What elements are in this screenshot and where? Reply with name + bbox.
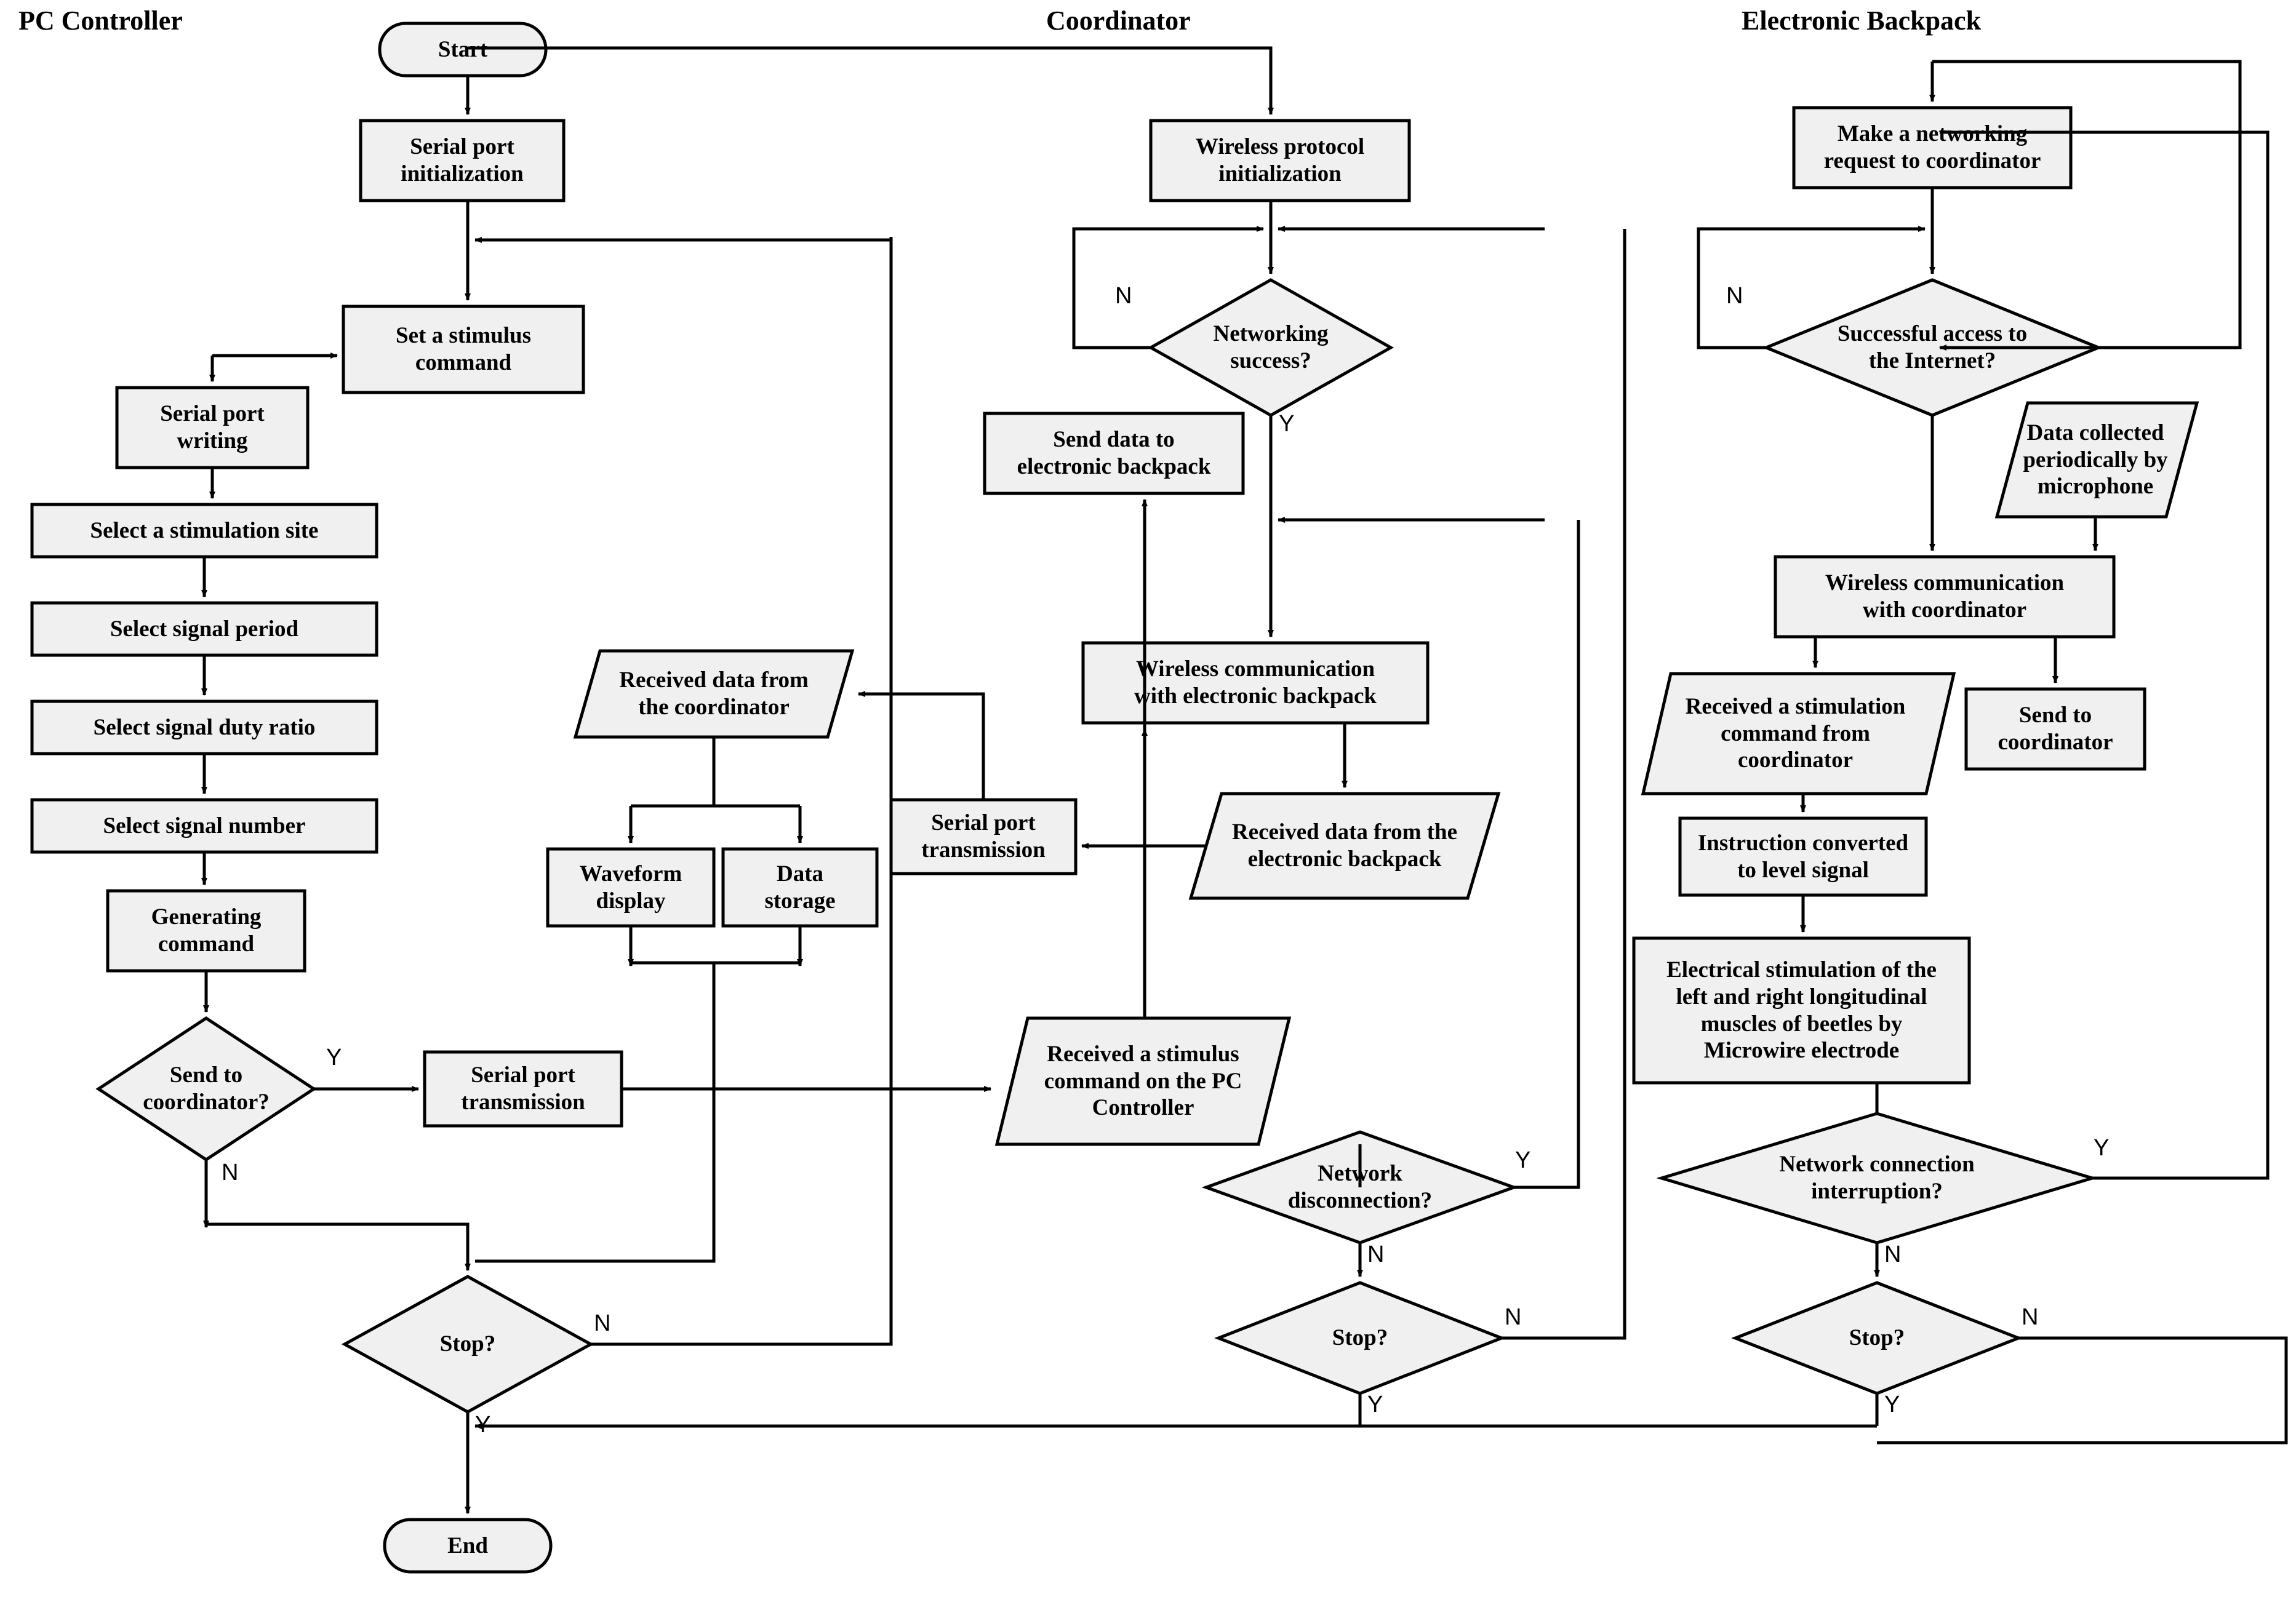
branch-label-interruption-no: N	[1884, 1241, 1902, 1267]
branch-label-interruption-yes: Y	[2094, 1135, 2110, 1161]
column-title-electronic-backpack: Electronic Backpack	[1742, 6, 1982, 36]
edge-start-to-coordinator	[468, 46, 1274, 115]
shape-instruction-converted	[1678, 816, 1928, 897]
node-bp-stop-question[interactable]: Stop?	[1849, 1325, 1905, 1351]
shape-bp-wireless-comm-coordinator	[1774, 555, 2116, 639]
edge-bp-stop-no	[1877, 1336, 2288, 1445]
node-select-signal-duty-ratio[interactable]: Select signal duty ratio	[93, 714, 316, 740]
node-select-stimulation-site[interactable]: Select a stimulation site	[90, 517, 319, 543]
shape-received-stimulus-command-pc	[994, 1016, 1292, 1146]
shape-received-data-from-backpack	[1188, 792, 1501, 900]
shape-coord-serial-port-transmission	[889, 798, 1078, 875]
shape-serial-port-writing	[115, 386, 310, 469]
branch-label-network-disconnection-no: N	[1367, 1241, 1385, 1267]
shape-coord-wireless-comm-backpack	[1081, 641, 1430, 725]
edge-top-loop-into-access-q	[1932, 60, 2242, 351]
shape-data-storage	[721, 847, 879, 928]
shape-select-signal-number	[30, 798, 378, 854]
branch-label-pc-stop-yes: Y	[475, 1412, 491, 1438]
edge-pc-stop-no	[591, 237, 893, 1346]
edge-interruption-yes	[1940, 130, 2270, 1180]
branch-label-networking-no: N	[1115, 283, 1132, 309]
shape-generating-command	[106, 889, 306, 973]
column-title-coordinator: Coordinator	[1046, 6, 1191, 36]
edge-no-to-stop	[206, 1222, 471, 1271]
edge-networking-no-loop	[1072, 226, 1264, 349]
branch-label-networking-yes: Y	[1279, 411, 1295, 437]
shape-end	[383, 1518, 553, 1574]
edge-access-no-loop	[1697, 226, 1926, 349]
shape-received-stimulation-command	[1641, 672, 1956, 795]
shape-data-collected-microphone	[1994, 401, 2199, 519]
edge-network-disconnection-yes	[1514, 520, 1580, 1189]
column-title-pc-controller: PC Controller	[18, 6, 183, 36]
branch-label-coord-stop-no: N	[1505, 1304, 1522, 1330]
branch-label-bp-stop-no: N	[2022, 1304, 2039, 1330]
node-pc-stop-question[interactable]: Stop?	[439, 1331, 496, 1357]
branch-label-access-no: N	[1726, 283, 1743, 309]
branch-label-send-q-yes: Y	[326, 1045, 342, 1070]
branch-label-pc-stop-no: N	[594, 1310, 611, 1336]
node-select-signal-period[interactable]: Select signal period	[110, 616, 299, 642]
edge-coord-tx-to-received-data	[858, 691, 985, 800]
node-end[interactable]: End	[447, 1532, 488, 1558]
shape-send-data-to-electronic-backpack	[983, 412, 1245, 495]
shape-serial-port-initialization	[359, 119, 566, 202]
shape-wireless-protocol-initialization	[1149, 119, 1411, 202]
branch-label-send-q-no: N	[222, 1160, 239, 1186]
branch-label-coord-stop-yes: Y	[1367, 1392, 1383, 1417]
node-select-signal-number[interactable]: Select signal number	[103, 813, 306, 839]
shape-waveform-display	[546, 847, 716, 928]
shape-set-stimulus-command	[342, 305, 585, 394]
branch-label-bp-stop-yes: Y	[1884, 1392, 1900, 1417]
branch-label-network-disconnection-yes: Y	[1515, 1147, 1531, 1173]
node-start[interactable]: Start	[438, 36, 488, 62]
shape-make-networking-request	[1792, 106, 2073, 189]
edge-coord-stop-no	[1502, 229, 1626, 1340]
shape-electrical-stimulation	[1632, 936, 1971, 1085]
shape-received-data-from-coordinator	[573, 649, 855, 739]
node-coord-stop-question[interactable]: Stop?	[1332, 1325, 1388, 1351]
shape-pc-serial-port-transmission	[423, 1050, 623, 1128]
shape-send-to-coordinator	[1964, 687, 2146, 771]
edge-merge-to-stop-line	[475, 963, 716, 1263]
